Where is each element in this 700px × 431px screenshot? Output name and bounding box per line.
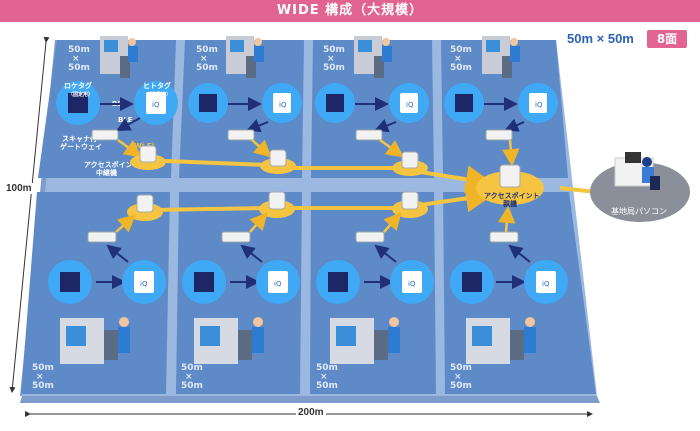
tag-fixed-label: ロケタグ [64, 81, 92, 90]
svg-text:iQ: iQ [152, 101, 160, 109]
svg-text:×: × [185, 372, 193, 382]
gateway-relay-links-top [117, 138, 520, 167]
svg-text:iQ: iQ [542, 280, 550, 288]
svg-text:（携帯用）: （携帯用） [146, 91, 171, 98]
base-station-label: 基地局パソコン [611, 206, 667, 216]
svg-text:iQ: iQ [535, 101, 543, 109]
ble-arrows [100, 97, 525, 133]
cell-label-6: 50m [181, 363, 203, 373]
svg-text:中継機: 中継機 [96, 168, 117, 177]
svg-text:ゲートウェイ: ゲートウェイ [60, 142, 102, 151]
gateway-relay-links-bottom [115, 205, 516, 233]
svg-text:×: × [454, 372, 462, 382]
parent-label: アクセスポイント [484, 191, 540, 200]
machine-bottom-3 [330, 317, 400, 364]
svg-text:iQ: iQ [406, 101, 414, 109]
relay-label: アクセスポイント [84, 160, 140, 169]
svg-text:iQ: iQ [408, 280, 416, 288]
dimension-height [9, 36, 50, 393]
svg-text:50m: 50m [68, 63, 90, 73]
gateways-bottom [87, 231, 519, 243]
dimension-height-label: 100m [4, 183, 34, 194]
machine-bottom-4 [466, 317, 536, 364]
svg-text:×: × [327, 54, 335, 64]
count-badge: 8面 [647, 30, 687, 48]
cell-label-4: 50m [450, 45, 472, 55]
parent-access-point: アクセスポイント 親機 [476, 164, 544, 208]
tag-bubbles-top: iQ iQ iQ iQ [56, 81, 558, 125]
svg-text:（固定用）: （固定用） [68, 91, 93, 98]
relays-top [130, 145, 428, 176]
gateway-label: スキャナ付 [62, 134, 97, 143]
wifi-links [139, 158, 597, 213]
machine-bottom-2 [194, 317, 264, 364]
tag-bubbles-bottom: iQ iQ iQ iQ [48, 260, 568, 304]
cell-label-7: 50m [316, 363, 338, 373]
relays-bottom [127, 191, 428, 221]
svg-text:×: × [320, 372, 328, 382]
machine-top-4 [482, 36, 520, 78]
svg-text:iQ: iQ [140, 280, 148, 288]
machine-bottom-1 [60, 317, 130, 364]
base-station: 基地局パソコン [590, 152, 690, 222]
size-note: 50m × 50m [567, 31, 634, 46]
svg-text:50m: 50m [450, 63, 472, 73]
svg-text:50m: 50m [32, 381, 54, 391]
ble-arrows-bottom [96, 244, 531, 289]
cell-label-1: 50m [68, 45, 90, 55]
svg-text:50m: 50m [450, 381, 472, 391]
svg-text:×: × [454, 54, 462, 64]
page-banner: WIDE 構成（大規模） [0, 0, 700, 22]
cell-label-3: 50m [323, 45, 345, 55]
svg-text:50m: 50m [181, 381, 203, 391]
gateways-top [91, 129, 513, 141]
tag-person-label: ヒトタグ [143, 81, 171, 90]
svg-text:×: × [200, 54, 208, 64]
svg-text:親機: 親機 [503, 199, 517, 208]
svg-text:×: × [72, 54, 80, 64]
cell-label-8: 50m [450, 363, 472, 373]
machine-top-1 [100, 36, 138, 78]
svg-text:iQ: iQ [279, 101, 287, 109]
machine-top-2 [226, 36, 264, 78]
cell-label-2: 50m [196, 45, 218, 55]
dimension-width-label: 200m [296, 407, 326, 418]
svg-text:50m: 50m [316, 381, 338, 391]
svg-text:50m: 50m [196, 63, 218, 73]
svg-text:50m: 50m [323, 63, 345, 73]
machine-top-3 [354, 36, 392, 78]
svg-text:iQ: iQ [274, 280, 282, 288]
